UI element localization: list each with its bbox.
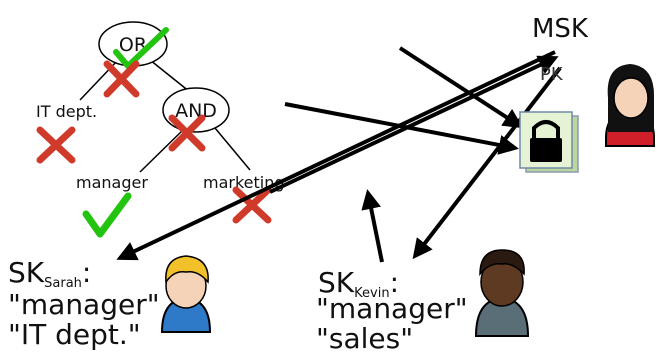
sarah-key-colon: : [81,256,92,289]
kevin-key-prefix: SK [318,266,355,299]
cross-icon [232,186,272,224]
cross-icon [103,60,140,98]
padlock-icon [519,111,579,173]
arrow-msk-to-sarah [116,50,556,261]
encryption-diagram: OR AND IT dept. manager marketing MSK PK [36,14,655,337]
cross-icon [36,126,76,164]
user-male-dark-icon [474,249,530,337]
sarah-key-prefix: SK [8,256,45,289]
kevin-key-colon: : [389,266,399,299]
sarah-attr-manager: "manager" [8,288,160,321]
kevin-key-label: SKKevin: [318,266,399,301]
arrow-kevin-up [361,189,384,263]
pk-label: PK [540,64,564,85]
leaf-it-dept: IT dept. [36,102,97,121]
arrow-msk-to-kevin [412,66,562,260]
check-icon [82,192,132,238]
sarah-key-subscript: Sarah [44,276,82,291]
check-icon [113,27,169,69]
sarah-key-label: SKSarah: [8,256,92,291]
sarah-attr-it-dept: "IT dept." [8,318,141,351]
user-female-icon [605,64,655,147]
msk-label: MSK [532,14,589,44]
kevin-attr-manager: "manager" [316,292,468,325]
user-male-blonde-icon [160,255,212,333]
arrows [116,46,562,263]
arrow-pk-to-lock [398,46,524,129]
arrow-tree-to-lock [284,102,519,155]
leaf-marketing: marketing [203,173,285,192]
kevin-attr-sales: "sales" [316,322,414,355]
leaf-manager: manager [76,173,148,192]
tree-edges [79,59,251,173]
cross-icon [168,114,206,152]
arrow-marketing-to-lock-top [269,55,559,194]
and-node-label: AND [175,100,217,122]
kevin-key-subscript: Kevin [354,286,390,301]
